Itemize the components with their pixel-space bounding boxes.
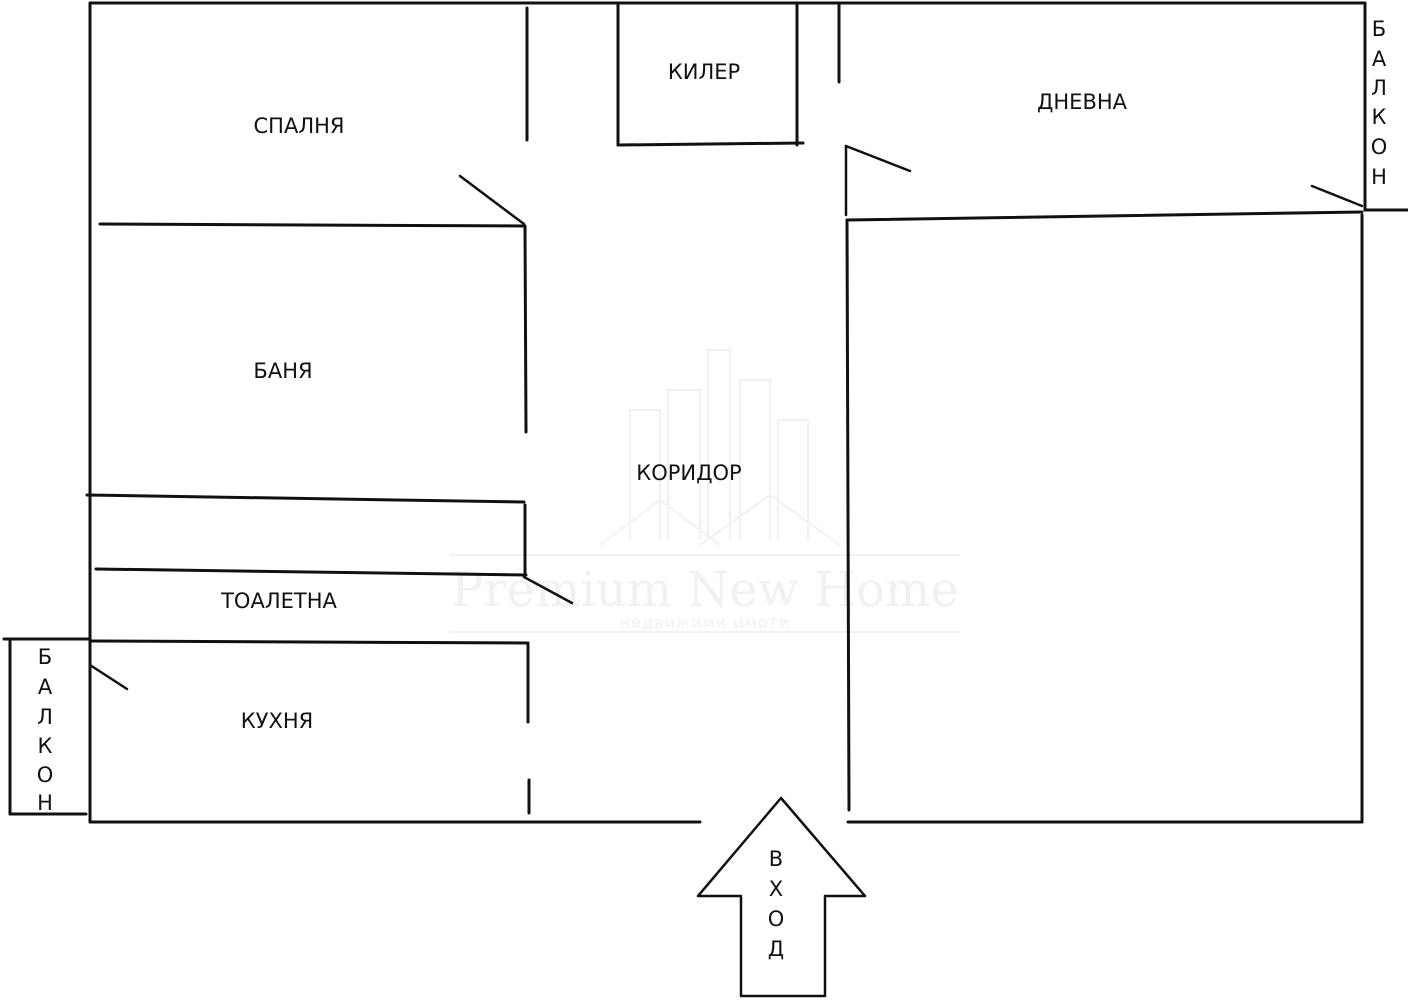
balcony-right-letter: О <box>1371 135 1388 159</box>
balcony-right-letter: Б <box>1372 17 1386 41</box>
room-label-kitchen: КУХНЯ <box>241 709 313 733</box>
room-label-corridor: КОРИДОР <box>636 461 741 485</box>
room-label-toilet: ТОАЛЕТНА <box>220 589 337 613</box>
entrance-arrow-icon <box>696 796 867 998</box>
balcony-left-label: Б А Л К О Н <box>37 645 54 815</box>
watermark-logo-icon <box>450 349 960 633</box>
room-label-bathroom: БАНЯ <box>253 359 312 383</box>
balcony-left-letter: К <box>38 734 53 758</box>
watermark: Premium New Home недвижими имоти <box>450 349 960 633</box>
balcony-right-letter: Л <box>1371 76 1387 100</box>
entrance-letter: Х <box>769 877 783 901</box>
balcony-right-label: Б А Л К О Н <box>1371 17 1388 189</box>
door-balcony-right <box>1310 184 1364 208</box>
balcony-right-letter: К <box>1372 105 1387 129</box>
balcony-right-letter: Н <box>1371 165 1387 189</box>
door-balcony-left <box>88 663 129 691</box>
balcony-left-letter: О <box>37 763 54 787</box>
room-label-living-room: ДНЕВНА <box>1037 90 1128 114</box>
balcony-left-letter: А <box>38 675 53 699</box>
entrance-letter: В <box>769 847 783 871</box>
watermark-tagline: недвижими имоти <box>620 613 791 632</box>
balcony-left-letter: Н <box>37 791 53 815</box>
door-spalnya <box>458 174 526 226</box>
balcony-left-letter: Б <box>38 645 52 669</box>
watermark-brand: Premium New Home <box>451 562 959 618</box>
entrance-letter: О <box>768 907 785 931</box>
room-label-storage: КИЛЕР <box>668 60 740 84</box>
door-toaletna <box>522 575 574 605</box>
entrance-label: В Х О Д <box>768 847 785 961</box>
entrance-letter: Д <box>768 937 784 961</box>
balcony-left-letter: Л <box>37 705 53 729</box>
door-dnevna <box>844 144 912 173</box>
walls <box>2 1 1408 824</box>
doors <box>88 144 1364 691</box>
room-label-bedroom: СПАЛНЯ <box>254 114 345 138</box>
balcony-right-letter: А <box>1372 47 1387 71</box>
